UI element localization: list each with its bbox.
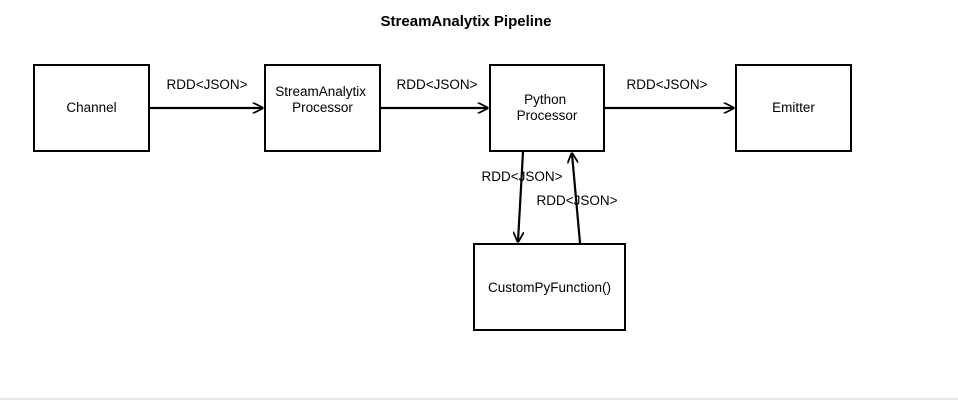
- node-channel: Channel: [33, 64, 150, 152]
- node-emitter: Emitter: [735, 64, 852, 152]
- node-custompyfunction-label-line1: CustomPyFunction(): [488, 280, 611, 295]
- edge-python-processor-to-custompyfunction: RDD<JSON>: [481, 151, 563, 241]
- node-custompyfunction: CustomPyFunction(): [473, 243, 626, 331]
- node-python-processor: Python Processor: [489, 64, 605, 152]
- edge-custompyfunction-to-python-processor-arrow: [572, 154, 582, 244]
- edge-custompyfunction-to-python-processor: RDD<JSON>: [536, 154, 618, 244]
- node-streamanalytix-processor-box: [264, 64, 381, 152]
- edge-python-processor-to-emitter: RDD<JSON>: [604, 77, 733, 108]
- edge-sa-processor-to-python-processor: RDD<JSON>: [380, 77, 487, 108]
- node-channel-label-line1: Channel: [66, 100, 116, 115]
- node-emitter-box: [735, 64, 852, 152]
- node-custompyfunction-label: CustomPyFunction(): [488, 280, 611, 295]
- edge-sa-processor-to-python-processor-label: RDD<JSON>: [396, 77, 477, 92]
- node-emitter-label: Emitter: [772, 100, 815, 115]
- node-emitter-label-line1: Emitter: [772, 100, 815, 115]
- node-channel-box: [33, 64, 150, 152]
- node-python-processor-box: [489, 64, 605, 152]
- edge-python-processor-to-emitter-label: RDD<JSON>: [626, 77, 707, 92]
- edge-channel-to-sa-processor: RDD<JSON>: [149, 77, 262, 108]
- node-python-processor-label: Python Processor: [517, 92, 578, 123]
- node-custompyfunction-box: [473, 243, 626, 331]
- node-python-processor-label-line2: Processor: [517, 108, 578, 123]
- edge-python-processor-to-custompyfunction-label: RDD<JSON>: [481, 169, 562, 184]
- node-streamanalytix-processor: StreamAnalytix Processor: [264, 64, 381, 152]
- node-streamanalytix-processor-label-line1: StreamAnalytix: [275, 84, 366, 99]
- node-streamanalytix-processor-label: StreamAnalytix Processor: [275, 84, 370, 115]
- node-channel-label: Channel: [66, 100, 116, 115]
- node-python-processor-label-line1: Python: [524, 92, 566, 107]
- edge-custompyfunction-to-python-processor-label: RDD<JSON>: [536, 193, 617, 208]
- diagram-title: StreamAnalytix Pipeline: [381, 13, 552, 30]
- node-streamanalytix-processor-label-line2: Processor: [292, 100, 353, 115]
- edge-python-processor-to-custompyfunction-arrow: [518, 151, 525, 241]
- edge-channel-to-sa-processor-label: RDD<JSON>: [166, 77, 247, 92]
